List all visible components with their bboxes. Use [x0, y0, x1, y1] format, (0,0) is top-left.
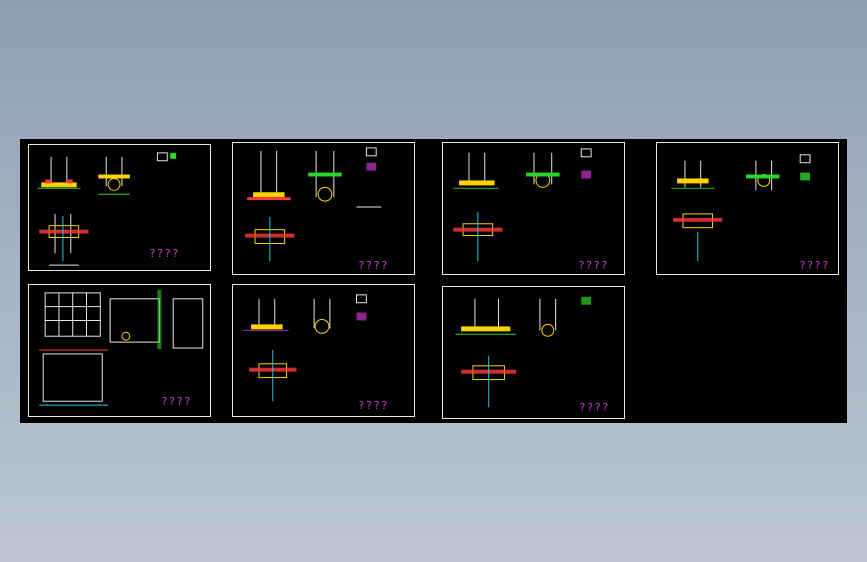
sheet-5-drawing — [39, 289, 204, 406]
drawing-canvas: ???? ???? — [20, 139, 847, 423]
sheet-7-drawing — [455, 296, 592, 408]
sheet-1-drawing — [37, 152, 177, 266]
sheet-2-drawing — [245, 147, 382, 262]
drawing-sheet-5[interactable]: ???? — [28, 284, 211, 417]
sheet-6-drawing — [243, 294, 367, 402]
sheet-3-drawing — [453, 148, 592, 262]
drawing-sheet-4[interactable]: ???? — [656, 142, 839, 275]
drawing-sheet-1[interactable]: ???? — [28, 144, 211, 271]
sheet-5-title: ???? — [161, 395, 192, 408]
drawing-sheet-6[interactable]: ???? — [232, 284, 415, 417]
drawing-sheet-7[interactable]: ???? — [442, 286, 625, 419]
sheet-3-title: ???? — [578, 259, 609, 272]
drawing-sheet-3[interactable]: ???? — [442, 142, 625, 275]
sheet-6-title: ???? — [358, 399, 389, 412]
sheet-4-drawing — [671, 154, 811, 262]
sheet-7-title: ???? — [579, 401, 610, 414]
sheet-2-title: ???? — [358, 259, 389, 272]
drawing-sheet-2[interactable]: ???? — [232, 142, 415, 275]
sheet-1-title: ???? — [149, 247, 180, 260]
sheet-4-title: ???? — [799, 259, 830, 272]
